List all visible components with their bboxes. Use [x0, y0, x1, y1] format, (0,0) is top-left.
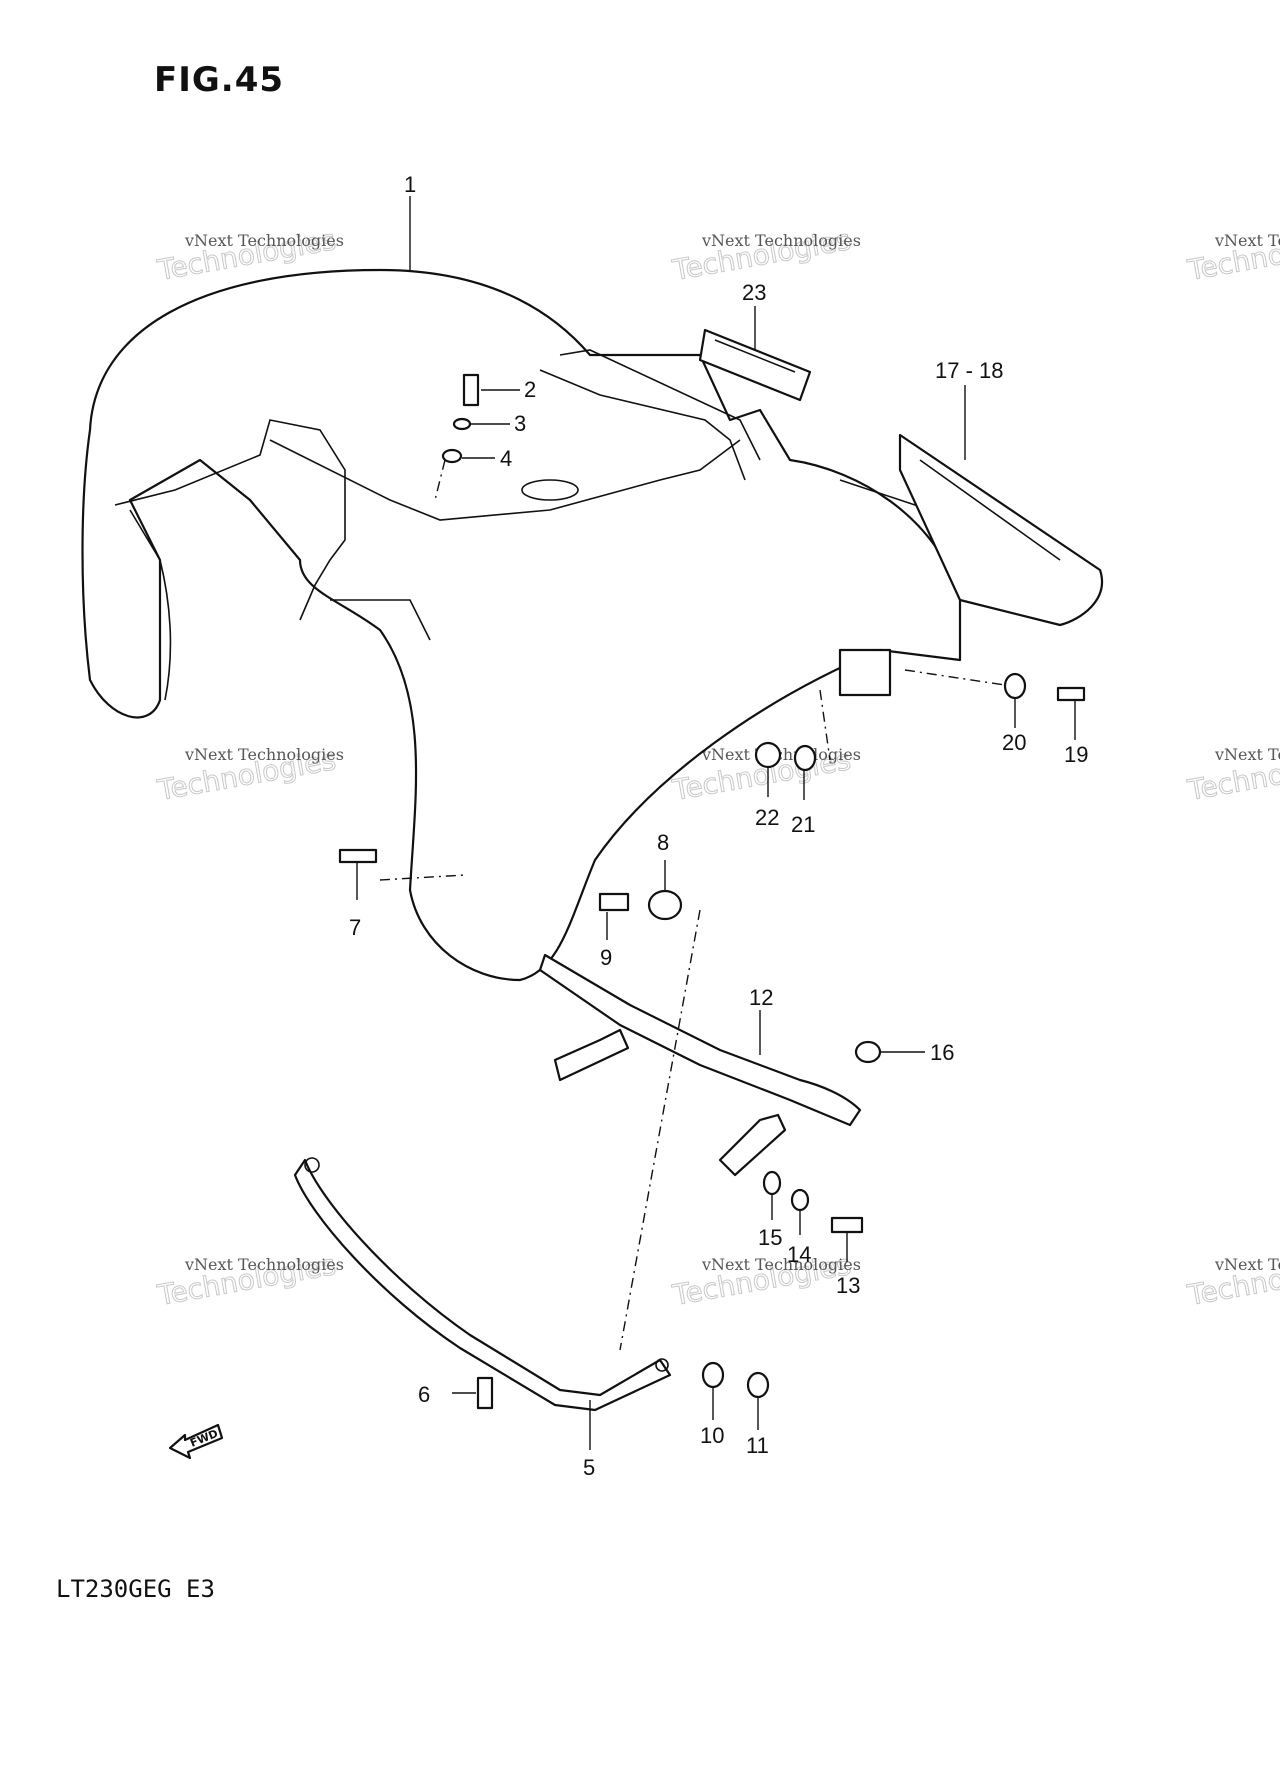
- lower-stay: [293, 1157, 672, 1412]
- callout-8: 8: [657, 830, 669, 855]
- model-code: LT230GEG E3: [56, 1575, 215, 1603]
- callout-16: 16: [930, 1040, 954, 1065]
- svg-text:vNext Technologies: vNext Technologies: [1214, 231, 1280, 250]
- callout-17-18: 17 - 18: [935, 358, 1004, 383]
- assembly-lines: [379, 459, 1006, 1351]
- svg-text:vNext Technologies: vNext Technologies: [184, 745, 344, 764]
- callout-14: 14: [787, 1242, 811, 1267]
- callout-21: 21: [791, 812, 815, 837]
- figure-title: FIG.45: [154, 60, 285, 100]
- callout-4: 4: [500, 446, 512, 471]
- svg-text:vNext Technologies: vNext Technologies: [701, 1255, 861, 1274]
- callout-19: 19: [1064, 742, 1088, 767]
- callout-23: 23: [742, 280, 766, 305]
- callout-10: 10: [700, 1423, 724, 1448]
- svg-text:vNext Technologies: vNext Technologies: [701, 231, 861, 250]
- callout-13: 13: [836, 1273, 860, 1298]
- callout-3: 3: [514, 411, 526, 436]
- svg-text:vNext Technologies: vNext Technologies: [1214, 1255, 1280, 1274]
- fwd-arrow-icon: FWD: [168, 1423, 224, 1460]
- leader-lines: [356, 196, 1076, 1450]
- callout-22: 22: [755, 805, 779, 830]
- callout-1: 1: [404, 172, 416, 197]
- emblem-sticker: [698, 328, 812, 402]
- callout-9: 9: [600, 945, 612, 970]
- callout-11: 11: [746, 1433, 769, 1458]
- svg-text:vNext Technologies: vNext Technologies: [184, 231, 344, 250]
- callout-2: 2: [524, 377, 536, 402]
- plate-panel: [838, 433, 1103, 697]
- svg-text:vNext Technologies: vNext Technologies: [1214, 745, 1280, 764]
- callout-15: 15: [758, 1225, 782, 1250]
- callout-7: 7: [349, 915, 361, 940]
- svg-text:vNext Technologies: vNext Technologies: [184, 1255, 344, 1274]
- rear-fender: [81, 268, 962, 982]
- callout-5: 5: [583, 1455, 595, 1480]
- callout-12: 12: [749, 985, 773, 1010]
- callout-20: 20: [1002, 730, 1026, 755]
- callout-labels: 1 2 3 4 5 6 7 8 9 10 11 12 13 14 15 16 1…: [349, 172, 1088, 1480]
- callout-6: 6: [418, 1382, 430, 1407]
- support-bracket: [538, 953, 862, 1177]
